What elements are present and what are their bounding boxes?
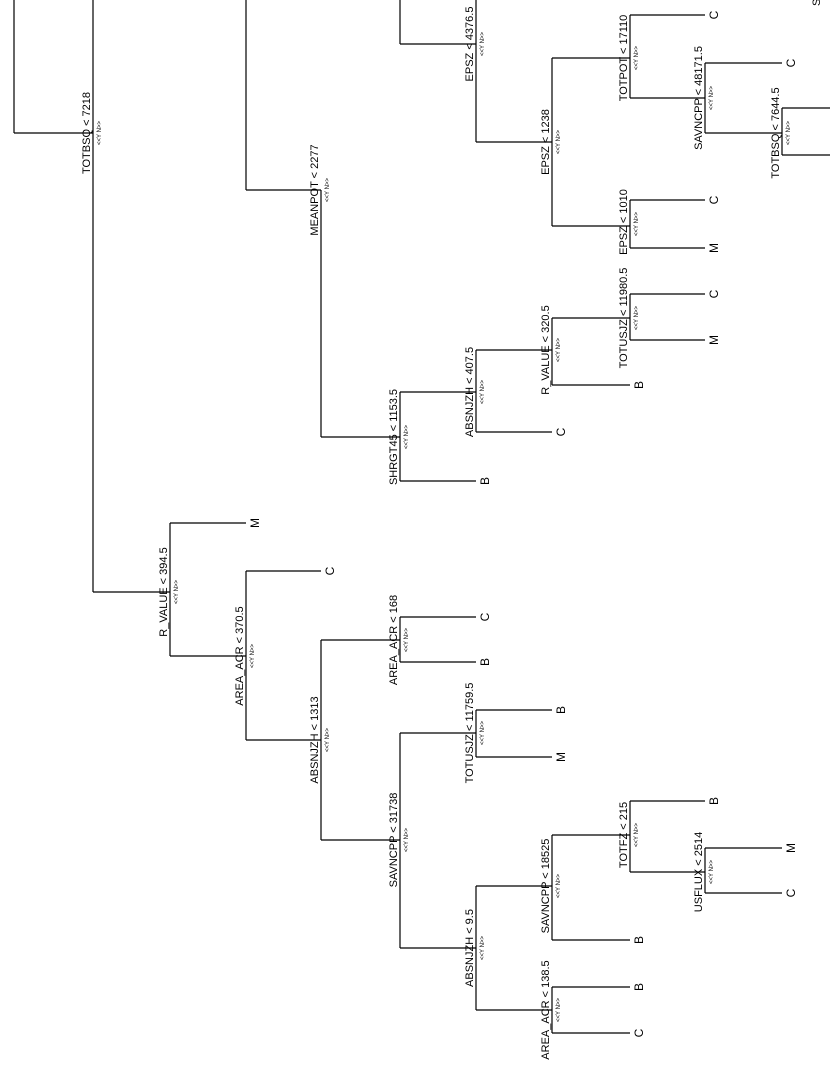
split-label-totfz-215: TOTFZ < 215 bbox=[618, 802, 630, 868]
split-label-area-acr-138: AREA_ACR < 138.5 bbox=[540, 960, 552, 1059]
yes-no-marker: <<Y N>> bbox=[325, 728, 331, 752]
split-label-r-value-394: R_VALUE < 394.5 bbox=[158, 547, 170, 636]
split-label-shrgt45-1153: SHRGT45 < 1153.5 bbox=[388, 389, 400, 485]
yes-no-marker: <<Y N>> bbox=[404, 628, 410, 652]
cut-off-label: S bbox=[811, 0, 823, 6]
split-label-area-acr-168: AREA_ACR < 168 bbox=[388, 595, 400, 685]
split-label-totbsq-7644: TOTBSQ < 7644.5 bbox=[770, 87, 782, 178]
split-label-savncpp-48171: SAVNCPP < 48171.5 bbox=[693, 46, 705, 150]
yes-no-marker: <<Y N>> bbox=[480, 721, 486, 745]
leaf-class-b: B bbox=[632, 983, 646, 991]
split-label-absnjzh-407: ABSNJZH < 407.5 bbox=[464, 347, 476, 437]
leaf-class-c: C bbox=[784, 58, 798, 67]
split-label-epsz-1010: EPSZ < 1010 bbox=[618, 189, 630, 255]
yes-no-marker: <<Y N>> bbox=[634, 306, 640, 330]
split-label-usflux-2514: USFLUX < 2514 bbox=[693, 832, 705, 912]
split-label-absnjzh-1313: ABSNJZH < 1313 bbox=[309, 696, 321, 783]
leaf-class-b: B bbox=[478, 477, 492, 485]
yes-no-marker: <<Y N>> bbox=[634, 823, 640, 847]
leaf-class-m: M bbox=[248, 518, 262, 528]
yes-no-marker: <<Y N>> bbox=[556, 130, 562, 154]
leaf-class-m: M bbox=[707, 335, 721, 345]
leaf-class-c: C bbox=[323, 566, 337, 575]
leaf-class-c: C bbox=[707, 289, 721, 298]
yes-no-marker: <<Y N>> bbox=[480, 936, 486, 960]
yes-no-marker: <<Y N>> bbox=[97, 121, 103, 145]
split-label-absnjzh-9-5: ABSNJZH < 9.5 bbox=[464, 909, 476, 987]
yes-no-marker: <<Y N>> bbox=[174, 580, 180, 604]
leaf-class-m: M bbox=[554, 752, 568, 762]
yes-no-marker: <<Y N>> bbox=[634, 212, 640, 236]
split-label-totpot-17110: TOTPOT < 17110 bbox=[618, 15, 630, 102]
leaf-class-m: M bbox=[784, 843, 798, 853]
leaf-class-c: C bbox=[707, 195, 721, 204]
split-label-epsz-4376: EPSZ < 4376.5 bbox=[464, 7, 476, 82]
yes-no-marker: <<Y N>> bbox=[634, 46, 640, 70]
split-label-savncpp-31738: SAVNCPP < 31738 bbox=[388, 793, 400, 888]
leaf-class-c: C bbox=[784, 888, 798, 897]
tree-edges bbox=[13, 0, 830, 1034]
yes-no-marker: <<Y N>> bbox=[325, 178, 331, 202]
leaf-class-b: B bbox=[554, 706, 568, 714]
split-label-totusjz-11759: TOTUSJZ < 11759.5 bbox=[464, 683, 476, 784]
split-label-totusjz-11980: TOTUSJZ < 11980.5 bbox=[618, 268, 630, 369]
yes-no-marker: <<Y N>> bbox=[709, 86, 715, 110]
leaf-class-c: C bbox=[707, 10, 721, 19]
split-label-r-value-320: R_VALUE < 320.5 bbox=[540, 305, 552, 394]
leaf-class-c: C bbox=[478, 612, 492, 621]
split-label-meanpot-2277: MEANPOT < 2277 bbox=[309, 144, 321, 235]
leaf-class-c: C bbox=[632, 1028, 646, 1037]
leaf-class-b: B bbox=[707, 797, 721, 805]
split-label-savncpp-18525: SAVNCPP < 18525 bbox=[540, 839, 552, 934]
leaf-class-b: B bbox=[478, 658, 492, 666]
yes-no-marker: <<Y N>> bbox=[556, 998, 562, 1022]
leaf-class-m: M bbox=[707, 243, 721, 253]
leaf-labels: C C C M C M B C B M C C B B M B M C B B … bbox=[248, 10, 798, 1037]
split-label-totbsq-7218: TOTBSQ < 7218 bbox=[81, 92, 93, 174]
yes-no-marker: <<Y N>> bbox=[556, 874, 562, 898]
yes-no-marker: <<Y N>> bbox=[480, 32, 486, 56]
yes-no-marker: <<Y N>> bbox=[786, 121, 792, 145]
leaf-class-b: B bbox=[632, 936, 646, 944]
yes-no-marker: <<Y N>> bbox=[556, 338, 562, 362]
split-label-epsz-1238: EPSZ < 1238 bbox=[540, 109, 552, 175]
leaf-class-c: C bbox=[554, 427, 568, 436]
yes-no-marker: <<Y N>> bbox=[404, 828, 410, 852]
yes-no-marker: <<Y N>> bbox=[404, 425, 410, 449]
yes-no-marker: <<Y N>> bbox=[250, 644, 256, 668]
split-label-area-acr-370: AREA_ACR < 370.5 bbox=[234, 606, 246, 705]
yes-no-marker: <<Y N>> bbox=[709, 860, 715, 884]
yes-no-marker: <<Y N>> bbox=[480, 380, 486, 404]
leaf-class-b: B bbox=[632, 381, 646, 389]
split-labels: TOTBSQ < 7218 <<Y N>> MEANPOT < 2277 <<Y… bbox=[81, 7, 792, 1060]
